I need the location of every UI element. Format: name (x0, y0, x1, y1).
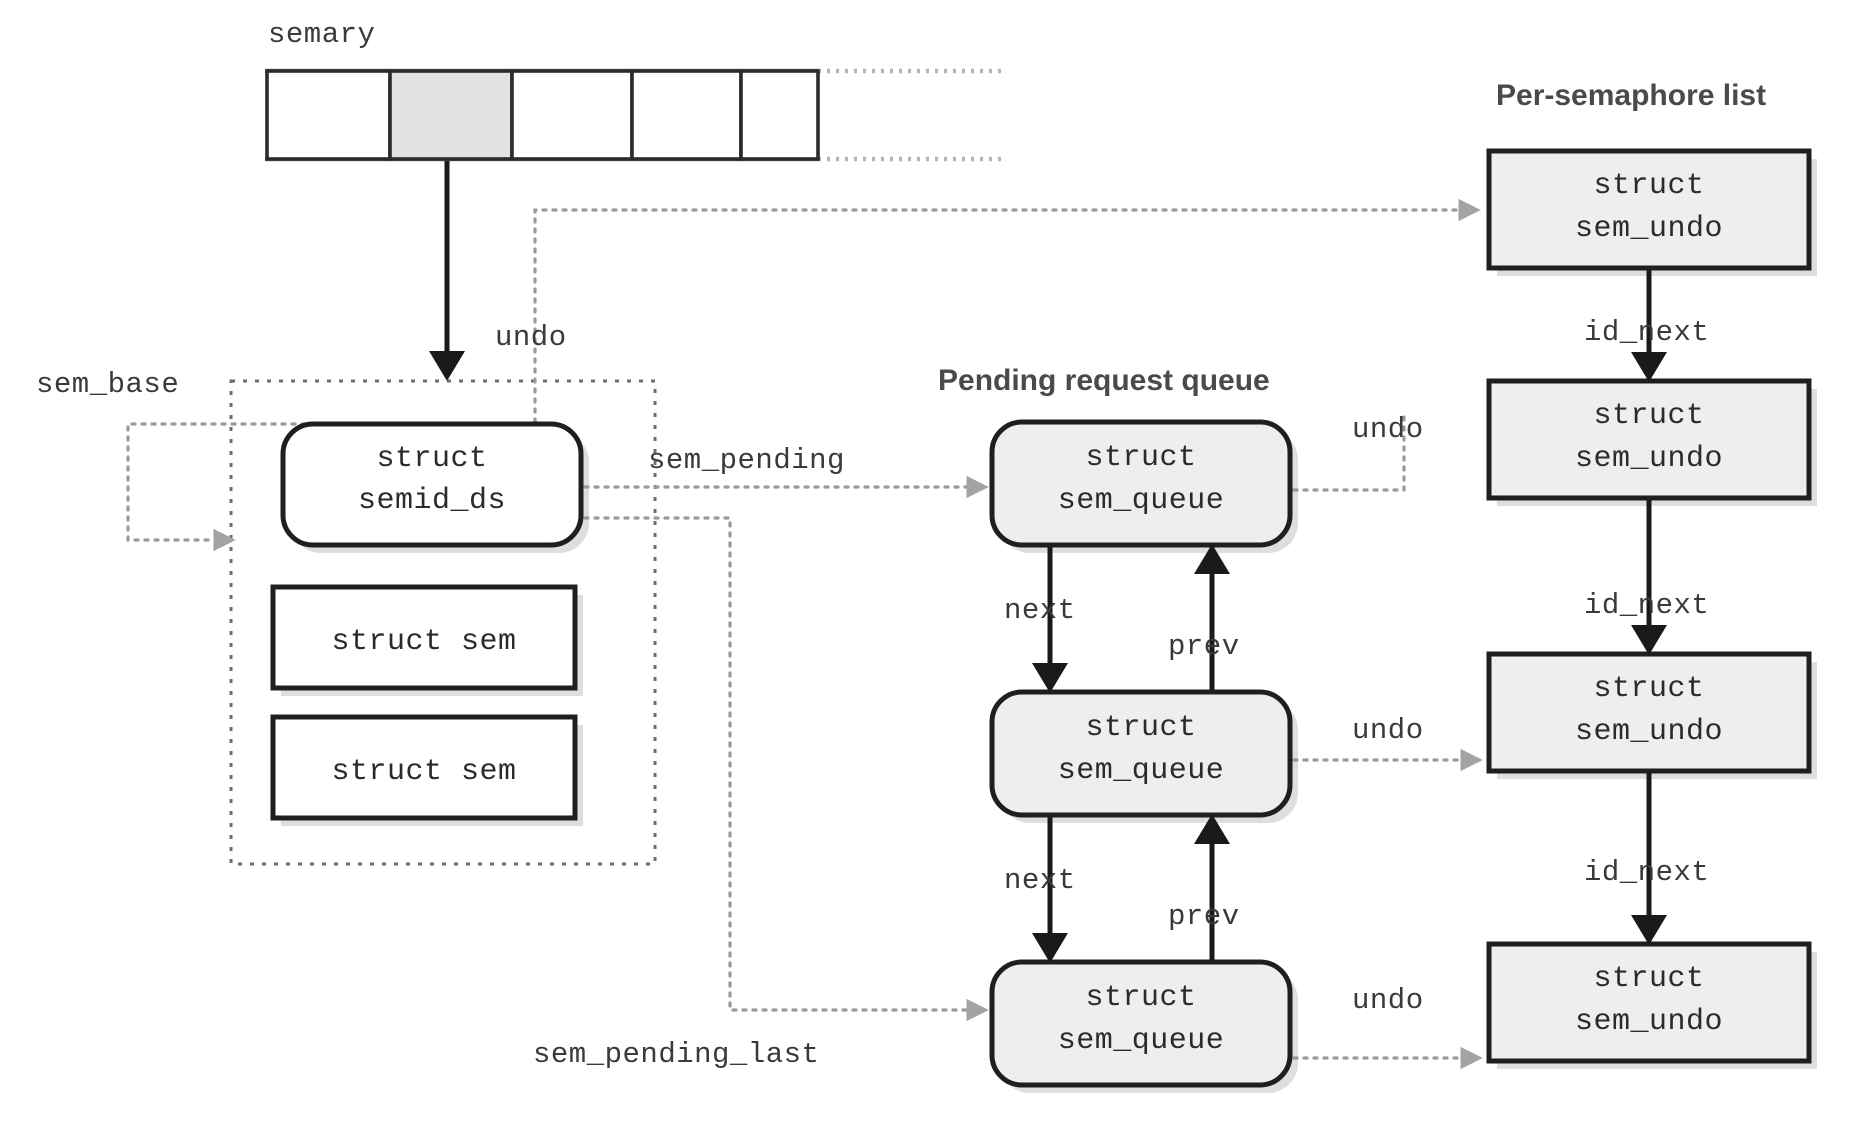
struct-sem-a-label: struct sem (331, 625, 516, 659)
semaphore-set-container (229, 379, 657, 866)
prev-label-2: prev (1168, 900, 1240, 933)
node-struct-sem-a[interactable]: struct sem (270, 584, 583, 696)
id-next-edge-3: id_next (1584, 773, 1709, 946)
undo-edge-semid-ds: undo (495, 198, 1481, 494)
sem-queue-3-line2: sem_queue (1058, 1024, 1225, 1058)
sem-undo-3-line1: struct (1593, 672, 1704, 706)
undo-queue-2-label: undo (1352, 714, 1424, 747)
sem-queue-2-line1: struct (1085, 711, 1196, 745)
node-sem-queue-2[interactable]: struct sem_queue (989, 689, 1298, 823)
sem-undo-2-line1: struct (1593, 399, 1704, 433)
semary-array: semary (265, 18, 1002, 162)
semary-cell-0[interactable] (265, 69, 392, 161)
id-next-label-3: id_next (1584, 856, 1709, 889)
node-struct-sem-b[interactable]: struct sem (270, 714, 583, 826)
id-next-edge-2: id_next (1584, 500, 1709, 656)
sem-queue-2-box[interactable] (989, 689, 1293, 818)
sem-base-label: sem_base (36, 368, 179, 401)
node-sem-undo-1[interactable]: struct sem_undo (1486, 148, 1817, 276)
sem-undo-4-line1: struct (1593, 962, 1704, 996)
sem-undo-4-line2: sem_undo (1575, 1005, 1723, 1039)
sem-pending-last-label: sem_pending_last (533, 1038, 819, 1071)
next-label-2: next (1004, 864, 1076, 897)
undo-edge-queue-2: undo (1292, 714, 1483, 772)
semary-cell-4[interactable] (739, 69, 820, 161)
sem-undo-2-line2: sem_undo (1575, 442, 1723, 476)
sem-base-edge: sem_base (36, 368, 307, 552)
sem-queue-3-box[interactable] (989, 959, 1293, 1088)
sem-pending-last-edge: sem_pending_last (533, 516, 989, 1071)
sem-queue-1-box[interactable] (989, 419, 1293, 548)
id-next-label-2: id_next (1584, 589, 1709, 622)
struct-sem-b-label: struct sem (331, 755, 516, 789)
semary-cell-3[interactable] (630, 69, 743, 161)
undo-queue-3-label: undo (1352, 984, 1424, 1017)
sem-undo-1-box[interactable] (1486, 148, 1812, 271)
sem-undo-3-line2: sem_undo (1575, 715, 1723, 749)
undo-semid-ds-label: undo (495, 321, 567, 354)
queue-link-1-2: next prev (1004, 543, 1240, 694)
sem-undo-2-box[interactable] (1486, 378, 1812, 501)
pending-request-queue-title: Pending request queue (938, 364, 1270, 397)
struct-sem-b-box[interactable] (270, 714, 578, 821)
undo-edge-queue-3: undo (1292, 984, 1483, 1070)
semary-cell-2[interactable] (510, 69, 634, 161)
per-semaphore-list-title: Per-semaphore list (1496, 79, 1766, 112)
undo-queue-1-path (1292, 408, 1406, 492)
node-sem-undo-2[interactable]: struct sem_undo (1486, 378, 1817, 506)
node-sem-queue-3[interactable]: struct sem_queue (989, 959, 1298, 1093)
undo-edge-queue-1: undo (1292, 408, 1424, 492)
semid-ds-box[interactable] (280, 421, 584, 548)
node-sem-queue-1[interactable]: struct sem_queue (989, 419, 1298, 553)
node-sem-undo-4[interactable]: struct sem_undo (1486, 941, 1817, 1069)
prev-label-1: prev (1168, 630, 1240, 663)
sem-base-path (126, 422, 307, 552)
node-sem-undo-3[interactable]: struct sem_undo (1486, 651, 1817, 779)
semid-ds-line2: semid_ds (358, 484, 506, 518)
struct-sem-a-box[interactable] (270, 584, 578, 691)
semid-ds-line1: struct (376, 442, 487, 476)
sem-pending-last-path (583, 516, 989, 1022)
undo-semid-ds-path (533, 198, 1481, 494)
sem-queue-1-line2: sem_queue (1058, 484, 1225, 518)
id-next-edge-1: id_next (1584, 270, 1709, 383)
sem-queue-2-line2: sem_queue (1058, 754, 1225, 788)
undo-queue-1-label: undo (1352, 413, 1424, 446)
sem-pending-edge: sem_pending (583, 444, 989, 499)
id-next-label-1: id_next (1584, 316, 1709, 349)
sem-undo-1-line2: sem_undo (1575, 212, 1723, 246)
node-semid-ds[interactable]: struct semid_ds (280, 421, 589, 553)
sem-queue-3-line1: struct (1085, 981, 1196, 1015)
semary-cell-1-highlighted[interactable] (388, 69, 514, 161)
semary-label: semary (268, 18, 375, 51)
next-label-1: next (1004, 594, 1076, 627)
sem-pending-label: sem_pending (648, 444, 845, 477)
sem-queue-1-line1: struct (1085, 441, 1196, 475)
sem-undo-4-box[interactable] (1486, 941, 1812, 1064)
queue-link-2-3: next prev (1004, 813, 1240, 964)
sem-undo-1-line1: struct (1593, 169, 1704, 203)
